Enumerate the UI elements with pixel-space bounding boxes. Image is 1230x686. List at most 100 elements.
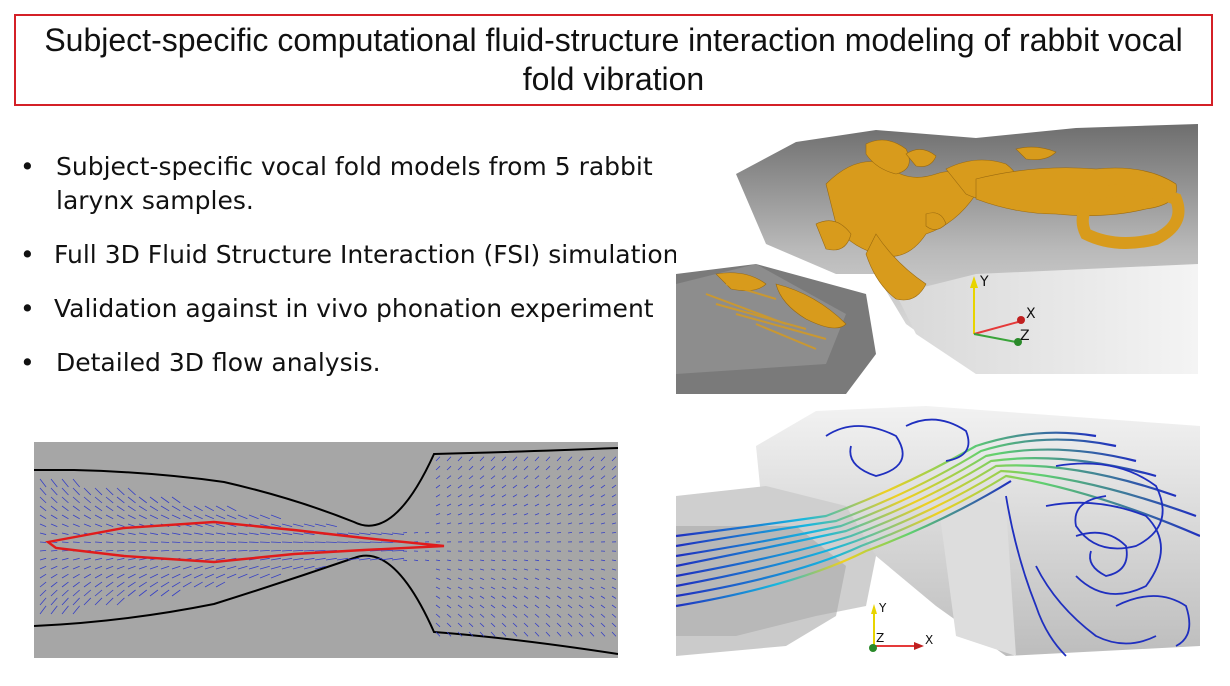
velocity-vector xyxy=(446,613,452,618)
velocity-vector xyxy=(61,589,69,597)
velocity-vector xyxy=(193,550,203,552)
velocity-vector xyxy=(94,487,103,496)
velocity-vector xyxy=(468,577,474,580)
velocity-vector xyxy=(182,505,192,512)
velocity-vector xyxy=(479,475,485,480)
velocity-vector xyxy=(611,559,617,562)
velocity-vector xyxy=(512,456,518,462)
velocity-vector xyxy=(39,514,47,520)
velocity-vector xyxy=(226,550,237,552)
velocity-vector xyxy=(600,631,606,637)
velocity-vector xyxy=(501,613,507,618)
velocity-vector xyxy=(501,586,507,590)
velocity-vector xyxy=(589,559,595,562)
velocity-vector xyxy=(39,565,47,570)
velocity-vector xyxy=(380,557,393,561)
velocity-vector xyxy=(292,532,304,535)
velocity-vector xyxy=(446,494,452,498)
velocity-vector xyxy=(160,589,170,597)
velocity-vector xyxy=(61,523,69,528)
velocity-vector xyxy=(72,557,80,561)
axis-label-z: Z xyxy=(876,631,884,645)
velocity-vector xyxy=(589,465,595,471)
velocity-vector xyxy=(50,523,58,528)
velocity-vector xyxy=(72,589,80,597)
velocity-vector xyxy=(50,478,58,488)
velocity-vector xyxy=(611,531,617,534)
velocity-vector xyxy=(303,565,315,570)
velocity-vector xyxy=(358,557,371,561)
velocity-vector xyxy=(578,559,584,562)
velocity-vector xyxy=(468,559,474,562)
velocity-vector xyxy=(545,456,551,462)
velocity-vector xyxy=(556,568,562,571)
velocity-vector xyxy=(578,456,584,462)
velocity-vector xyxy=(501,622,507,628)
velocity-vector xyxy=(523,484,529,489)
velocity-vector xyxy=(523,631,529,637)
velocity-vector xyxy=(578,586,584,590)
velocity-vector xyxy=(314,565,326,570)
velocity-vector xyxy=(479,522,485,525)
velocity-vector xyxy=(72,581,80,588)
velocity-vector xyxy=(116,573,125,579)
velocity-vector xyxy=(149,581,159,588)
velocity-vector xyxy=(523,622,529,628)
velocity-vector xyxy=(479,456,485,462)
velocity-vector xyxy=(171,550,181,552)
velocity-vector xyxy=(468,494,474,498)
velocity-vector xyxy=(490,494,496,498)
velocity-vector xyxy=(567,568,573,571)
velocity-vector xyxy=(94,597,103,606)
bullet-text: Detailed 3D flow analysis. xyxy=(56,348,381,377)
velocity-vector xyxy=(512,531,518,534)
velocity-vector xyxy=(501,513,507,516)
velocity-vector xyxy=(50,505,58,512)
velocity-vector xyxy=(83,505,92,512)
velocity-vector xyxy=(435,465,441,471)
velocity-vector xyxy=(435,586,441,590)
velocity-vector xyxy=(589,613,595,618)
velocity-vector xyxy=(72,505,80,512)
velocity-field-figure xyxy=(34,442,618,658)
velocity-vector xyxy=(556,631,562,637)
velocity-vector xyxy=(39,487,47,496)
velocity-vector xyxy=(259,557,270,561)
velocity-vector xyxy=(468,531,474,534)
velocity-vector xyxy=(39,478,47,488)
velocity-vector xyxy=(578,494,584,498)
bullet-text: Full 3D Fluid Structure Interaction (FSI… xyxy=(54,240,679,269)
velocity-vector xyxy=(479,484,485,489)
velocity-vector xyxy=(545,513,551,516)
velocity-vector xyxy=(160,514,170,520)
velocity-vector xyxy=(545,577,551,580)
velocity-vector xyxy=(149,496,159,504)
velocity-vector xyxy=(545,604,551,609)
vortex-structure-figure: Y X Z xyxy=(676,124,1198,394)
velocity-vector xyxy=(61,597,69,606)
velocity-vector xyxy=(292,523,304,528)
velocity-vector xyxy=(446,503,452,507)
axis-label-z: Z xyxy=(1020,328,1030,344)
velocity-vector xyxy=(369,557,382,561)
velocity-vector xyxy=(512,503,518,507)
velocity-vector xyxy=(380,532,393,535)
velocity-vector xyxy=(567,577,573,580)
velocity-vector xyxy=(248,573,259,579)
velocity-vector xyxy=(479,613,485,618)
velocity-vector xyxy=(237,550,248,552)
velocity-vector xyxy=(248,550,259,552)
velocity-vector xyxy=(83,589,92,597)
velocity-vector xyxy=(534,595,540,599)
velocity-vector xyxy=(567,622,573,628)
velocity-vector xyxy=(534,494,540,498)
velocity-vector xyxy=(369,532,382,535)
velocity-vector xyxy=(127,557,136,561)
velocity-vector xyxy=(193,523,203,528)
velocity-vector xyxy=(545,503,551,507)
velocity-vector xyxy=(94,550,103,552)
velocity-vector xyxy=(61,557,69,561)
velocity-vector xyxy=(72,523,80,528)
velocity-vector xyxy=(149,573,159,579)
velocity-vector xyxy=(446,604,452,609)
